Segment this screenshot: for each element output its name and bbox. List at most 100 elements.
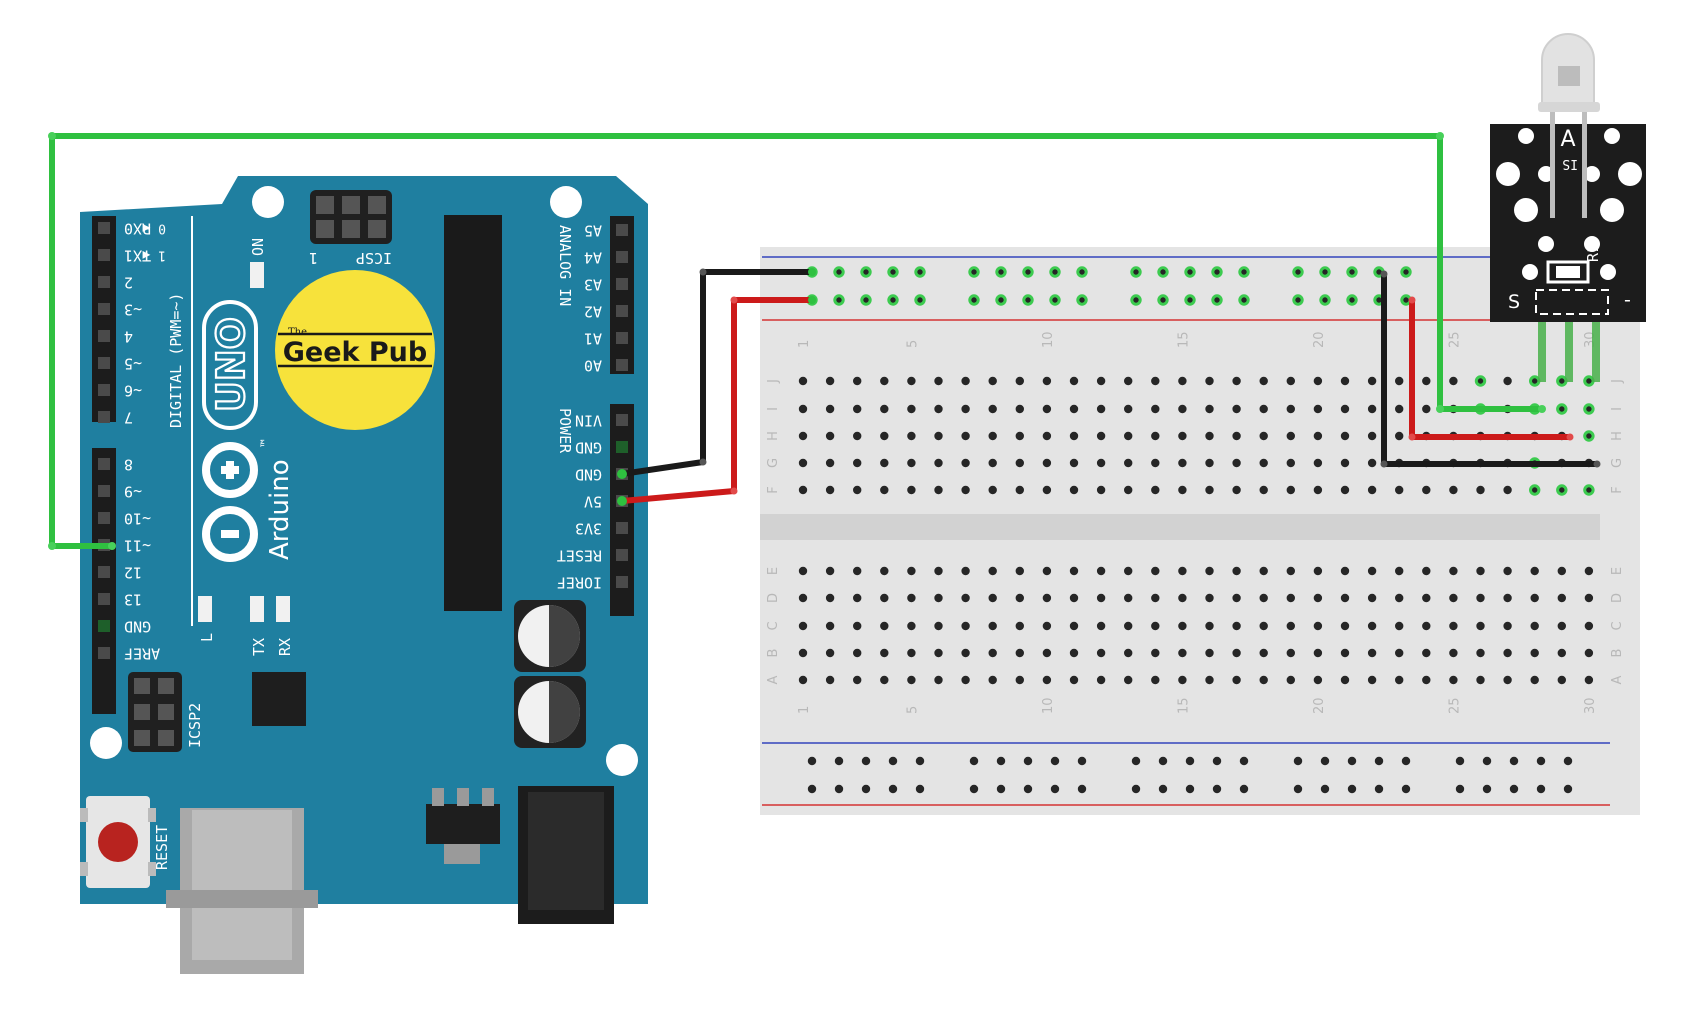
- breadboard-hole: [934, 566, 943, 576]
- breadboard-hole: [1557, 675, 1567, 685]
- sensor-pin-right: [1592, 300, 1600, 382]
- breadboard-hole: [1313, 566, 1323, 576]
- breadboard-hole: [988, 648, 997, 658]
- usb-connector-face: [192, 810, 292, 960]
- breadboard-hole: [853, 593, 862, 603]
- rail-hole: [1157, 294, 1169, 306]
- breadboard-hole: [825, 458, 835, 468]
- sensor-pin-outline: [1535, 289, 1609, 315]
- breadboard-hole: [1395, 648, 1404, 658]
- breadboard-hole: [1259, 621, 1268, 631]
- rail-hole: [1158, 784, 1168, 794]
- breadboard-row-letter: D: [1610, 593, 1625, 603]
- rail-hole: [1212, 756, 1222, 766]
- breadboard-hole: [1340, 648, 1350, 658]
- breadboard-row-letter: B: [766, 649, 781, 658]
- breadboard-hole: [853, 621, 862, 631]
- breadboard-hole: [1096, 621, 1106, 631]
- breadboard-hole: [1124, 458, 1133, 468]
- breadboard-hole: [825, 431, 835, 441]
- arduino-uno: ICSP 1 ICSP2 RESET ON L: [80, 176, 648, 974]
- breadboard-hole: [961, 675, 970, 685]
- wire-end: [48, 542, 56, 550]
- breadboard-hole: [1422, 485, 1431, 495]
- capacitor: [514, 676, 586, 748]
- header-pin: [98, 384, 110, 396]
- rail-hole: [888, 784, 898, 794]
- breadboard-hole: [1449, 593, 1458, 603]
- sensor-module: A IS R1 S -: [1490, 33, 1646, 382]
- analog-pin-label: A5: [584, 222, 602, 240]
- breadboard-hole: [1395, 404, 1404, 414]
- rail-hole: [1049, 294, 1061, 306]
- power-pin-label: 5V: [584, 493, 602, 511]
- breadboard-hole: [1395, 566, 1404, 576]
- rail-hole: [1563, 784, 1573, 794]
- wire-end: [48, 132, 56, 140]
- rail-hole: [968, 266, 980, 278]
- breadboard-hole: [1367, 621, 1377, 631]
- geek-pub-text: Geek Pub: [283, 337, 427, 368]
- wire-end: [617, 469, 627, 479]
- breadboard-hole: [1313, 675, 1323, 685]
- header-pin: [616, 251, 628, 263]
- breadboard-hole: [1069, 675, 1079, 685]
- rail-hole: [1509, 756, 1519, 766]
- microcontroller-chip: [444, 215, 502, 611]
- header-pin: [616, 224, 628, 236]
- reset-button[interactable]: [80, 796, 156, 888]
- rail-hole: [1292, 294, 1304, 306]
- breadboard-hole: [1151, 621, 1160, 631]
- breadboard-row-letter: F: [1610, 486, 1625, 493]
- breadboard-hole: [1584, 675, 1594, 685]
- breadboard-hole: [1124, 404, 1133, 414]
- breadboard-hole: [961, 593, 970, 603]
- header-pin: [616, 278, 628, 290]
- rail-hole: [1077, 756, 1087, 766]
- icsp-pin1-label: 1: [309, 249, 318, 267]
- breadboard-hole: [1042, 593, 1052, 603]
- breadboard-hole: [798, 404, 808, 414]
- rail-hole: [1319, 294, 1331, 306]
- breadboard-hole: [880, 675, 889, 685]
- header-pin: [98, 647, 110, 659]
- breadboard-hole: [853, 566, 862, 576]
- header-pin: [98, 593, 110, 605]
- breadboard-row-letter: I: [766, 407, 781, 411]
- mounting-hole: [606, 744, 638, 776]
- rail-hole: [915, 756, 925, 766]
- breadboard-hole: [1151, 376, 1160, 386]
- uno-logo: UNO: [202, 300, 258, 430]
- signal-wire-green: [49, 133, 1542, 549]
- rail-hole: [1050, 784, 1060, 794]
- power-pin-label: RESET: [557, 547, 602, 565]
- breadboard-hole: [907, 675, 916, 685]
- sensor-pad: [1584, 236, 1600, 252]
- breadboard-hole: [1584, 566, 1594, 576]
- breadboard-hole: [961, 404, 970, 414]
- breadboard-hole: [1259, 566, 1268, 576]
- breadboard-hole: [1178, 621, 1187, 631]
- rail-hole: [1374, 756, 1384, 766]
- breadboard-hole: [1205, 675, 1214, 685]
- breadboard-column-number: 20: [1312, 697, 1327, 714]
- breadboard-hole: [1584, 621, 1594, 631]
- breadboard-hole: [798, 648, 808, 658]
- led-l-label: L: [198, 633, 216, 642]
- breadboard-hole: [1015, 404, 1024, 414]
- wire-end: [1436, 132, 1444, 140]
- breadboard-hole: [1042, 566, 1052, 576]
- breadboard-hole: [961, 431, 970, 441]
- rail-hole: [914, 294, 926, 306]
- rail-hole: [1346, 266, 1358, 278]
- breadboard-hole: [1042, 648, 1052, 658]
- rail-hole: [1482, 784, 1492, 794]
- breadboard-hole: [1503, 621, 1512, 631]
- breadboard-hole: [1530, 566, 1539, 576]
- breadboard-hole: [934, 404, 943, 414]
- breadboard-hole: [1178, 648, 1187, 658]
- wire-end: [1538, 405, 1546, 413]
- breadboard-hole: [1151, 431, 1160, 441]
- breadboard-hole: [1395, 485, 1404, 495]
- rail-hole: [1023, 784, 1033, 794]
